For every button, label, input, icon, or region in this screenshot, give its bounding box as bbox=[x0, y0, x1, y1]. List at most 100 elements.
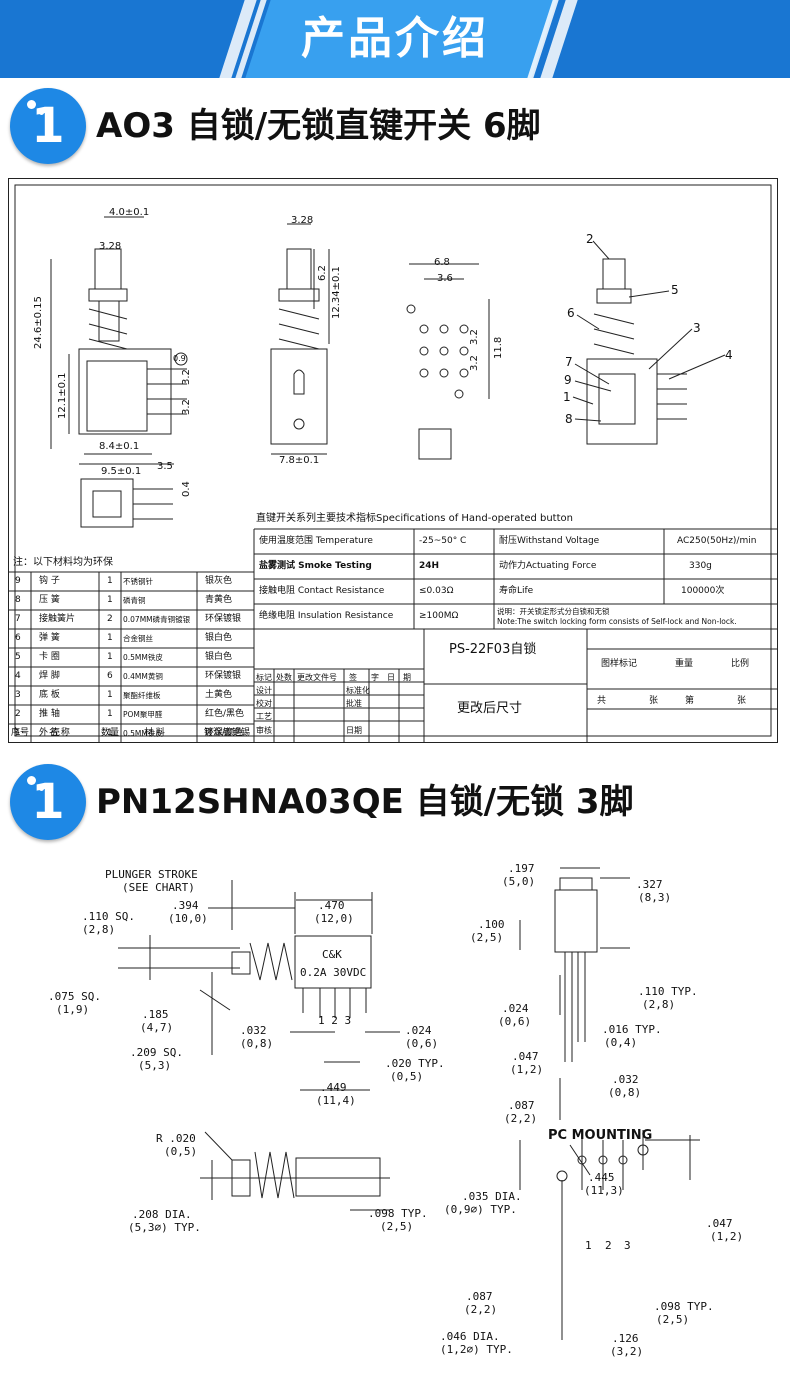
dim-label: (0,8) bbox=[240, 1037, 274, 1050]
badge-dot bbox=[27, 100, 36, 109]
spec-title: 直键开关系列主要技术指标Specifications of Hand-opera… bbox=[256, 513, 573, 524]
dim-label: .035 DIA. bbox=[462, 1190, 522, 1203]
spec-value: 330g bbox=[689, 561, 712, 571]
dim-label: .098 TYP. bbox=[654, 1300, 714, 1313]
part-marking: C&K bbox=[322, 948, 342, 961]
bom-cell-name: 外 壳 bbox=[39, 728, 60, 738]
pin-number: 1 bbox=[585, 1239, 592, 1252]
dim-label: (11,3) bbox=[584, 1184, 624, 1197]
bom-cell-name: 底 板 bbox=[39, 690, 60, 700]
section-badge: 1 bbox=[10, 88, 86, 164]
dim-label: 3.28 bbox=[99, 241, 122, 252]
dim-label: .209 SQ. bbox=[130, 1046, 183, 1059]
dim-label: .197 bbox=[508, 862, 535, 875]
badge-dot bbox=[39, 110, 44, 115]
tb-action: 标准化 bbox=[346, 686, 370, 695]
spec-key: 耐压Withstand Voltage bbox=[499, 536, 600, 546]
dim-label: 4.0±0.1 bbox=[109, 207, 150, 218]
tb-mark: 重量 bbox=[675, 659, 694, 669]
dim-label: 6.2 bbox=[317, 265, 328, 281]
badge-dot bbox=[39, 786, 44, 791]
dim-label: (5,3∅) TYP. bbox=[128, 1221, 201, 1234]
dim-label: .047 bbox=[512, 1050, 539, 1063]
bom-cell-qty: 1 bbox=[107, 690, 113, 700]
tb-sheet: 张 bbox=[737, 696, 747, 706]
spec-key: 盐雾测试 Smoke Testing bbox=[259, 561, 372, 571]
dim-label: (2,5) bbox=[470, 931, 504, 944]
bom-cell-qty: 1 bbox=[107, 633, 113, 643]
dim-label: (0,6) bbox=[498, 1015, 532, 1028]
bom-cell-qty: 1 bbox=[107, 595, 113, 605]
dim-label: .016 TYP. bbox=[602, 1023, 662, 1036]
bom-cell-fin: 银灰色 bbox=[205, 576, 233, 586]
dim-label: 8.4±0.1 bbox=[99, 441, 140, 452]
tb-header: 签 bbox=[349, 673, 357, 682]
bom-cell-mat: 聚酯纤维板 bbox=[123, 691, 161, 700]
dim-label: 3.2 bbox=[181, 369, 192, 385]
dim-label: .024 bbox=[502, 1002, 529, 1015]
bom-cell-qty: 2 bbox=[107, 614, 113, 624]
dim-label: 12.34±0.1 bbox=[331, 266, 342, 319]
dim-label: (10,0) bbox=[168, 912, 208, 925]
bom-cell-name: 推 轴 bbox=[39, 709, 60, 719]
dim-label: .098 TYP. bbox=[368, 1207, 428, 1220]
bom-cell-mat: 合金钢丝 bbox=[123, 634, 153, 643]
dim-label: .020 TYP. bbox=[385, 1057, 445, 1070]
bom-cell-mat: 不锈钢针 bbox=[123, 577, 153, 586]
dim-label: (0,5) bbox=[164, 1145, 198, 1158]
part-callout: 2 bbox=[586, 232, 594, 246]
bom-cell-mat: 0.5MM铁皮 bbox=[123, 729, 163, 738]
dim-label: .110 SQ. bbox=[82, 910, 135, 923]
dim-label: 12.1±0.1 bbox=[57, 372, 68, 419]
bom-cell-fin: 环保镀银 bbox=[205, 671, 242, 681]
tb-sheet: 张 bbox=[649, 696, 659, 706]
dim-label: .046 DIA. bbox=[440, 1330, 500, 1343]
dim-label: 0.9 bbox=[173, 354, 186, 363]
tb-header: 期 bbox=[403, 673, 411, 682]
dim-label: (0,4) bbox=[604, 1036, 638, 1049]
dim-label: .126 bbox=[612, 1332, 639, 1345]
dim-label: 0.4 bbox=[181, 481, 192, 497]
dim-label: .445 bbox=[588, 1171, 615, 1184]
bom-cell-mat: 0.07MM磷青铜镀银 bbox=[123, 615, 191, 624]
section-number: 1 bbox=[31, 98, 65, 154]
spec-value: ≥100MΩ bbox=[419, 611, 459, 621]
spec-key: 说明：开关锁定形式分自锁和无锁 bbox=[497, 607, 610, 616]
dim-label: (1,9) bbox=[56, 1003, 90, 1016]
dim-label: (SEE CHART) bbox=[122, 881, 195, 894]
tb-header: 标记 bbox=[256, 673, 272, 682]
dim-label: (2,2) bbox=[504, 1112, 538, 1125]
dim-label: (0,9∅) TYP. bbox=[444, 1203, 517, 1216]
bom-cell-name: 焊 脚 bbox=[39, 671, 60, 681]
spec-value: AC250(50Hz)/min bbox=[677, 536, 757, 546]
section-2-header: 1 PN12SHNA03QE 自锁/无锁 3脚 bbox=[8, 764, 778, 844]
dim-label: 3.2 bbox=[469, 355, 480, 371]
spec-key: 绝缘电阻 Insulation Resistance bbox=[259, 611, 394, 621]
bom-cell-fin: 环保镀铜锡 bbox=[205, 728, 251, 738]
dim-label: .449 bbox=[320, 1081, 347, 1094]
dim-label: .208 DIA. bbox=[132, 1208, 192, 1221]
bom-cell-name: 接触簧片 bbox=[39, 614, 76, 624]
tb-role: 校对 bbox=[256, 699, 272, 708]
dim-label: (1,2∅) TYP. bbox=[440, 1343, 513, 1356]
part-callout: 8 bbox=[565, 412, 573, 426]
badge-dot bbox=[27, 776, 36, 785]
bom-cell-no: 9 bbox=[15, 576, 21, 586]
tb-header: 处数 bbox=[276, 673, 292, 682]
bom-header-no: 序号 bbox=[11, 728, 30, 738]
bom-cell-fin: 土黄色 bbox=[205, 690, 233, 700]
pc-mounting-title: PC MOUNTING bbox=[548, 1128, 653, 1143]
tb-header: 更改文件号 bbox=[297, 673, 337, 682]
bom-cell-no: 4 bbox=[15, 671, 21, 681]
part-callout: 5 bbox=[671, 283, 679, 297]
dim-label: .394 bbox=[172, 899, 199, 912]
bom-cell-no: 6 bbox=[15, 633, 21, 643]
tb-action: 批准 bbox=[346, 699, 362, 708]
drawing-lines bbox=[9, 184, 777, 742]
dim-label: (8,3) bbox=[638, 891, 672, 904]
part-callout: 4 bbox=[725, 348, 733, 362]
dim-label: (12,0) bbox=[314, 912, 354, 925]
dim-label: (2,8) bbox=[642, 998, 676, 1011]
bom-cell-mat: 0.4MM黄铜 bbox=[123, 672, 163, 681]
spec-value: Note:The switch locking form consists of… bbox=[497, 617, 737, 626]
